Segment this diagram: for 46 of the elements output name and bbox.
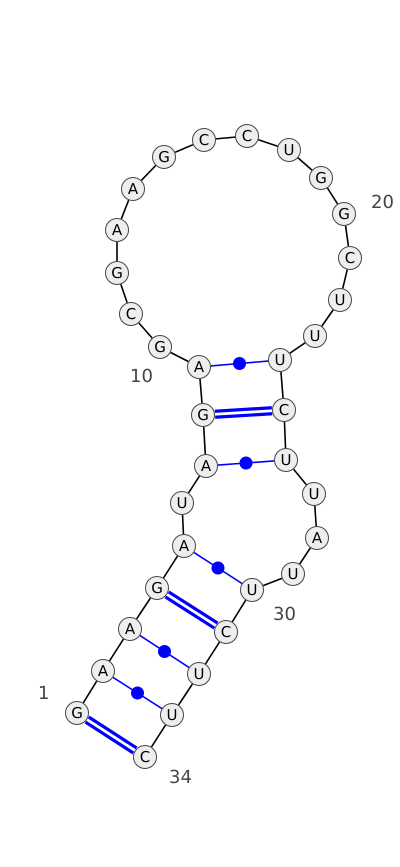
backbone-line (138, 322, 153, 339)
position-number: 34 (169, 769, 192, 787)
base-pair-line (210, 360, 268, 367)
backbone-line (162, 556, 178, 578)
backbone-line (289, 342, 306, 354)
base-pair-line (112, 676, 162, 710)
backbone-line (120, 284, 128, 303)
backbone-line (204, 642, 220, 664)
backbone-line (321, 309, 334, 327)
backbone-line (82, 680, 98, 704)
backbone-line (136, 598, 152, 620)
backbone-line (298, 157, 312, 171)
backbone-line (326, 188, 338, 204)
backbone-line (342, 270, 348, 288)
position-number: 20 (371, 194, 394, 212)
backbone-line (298, 548, 312, 564)
backbone-line (178, 684, 194, 706)
backbone-line (150, 724, 166, 748)
backbone-line (284, 422, 286, 448)
backbone-line (293, 468, 307, 486)
backbone-line (174, 144, 194, 154)
backbone-line (216, 136, 236, 140)
backbone-line (199, 378, 203, 404)
base-pair-line (140, 634, 190, 668)
backbone-line (170, 352, 189, 362)
base-pair-line (218, 460, 274, 466)
backbone-line (182, 514, 184, 534)
backbone-line (280, 372, 284, 398)
backbone-line (140, 165, 156, 181)
backbone-line (258, 139, 278, 147)
backbone-line (262, 578, 282, 586)
position-number: 10 (130, 368, 153, 386)
base-pair-line (194, 552, 242, 584)
position-number: 30 (273, 606, 296, 624)
backbone-line (188, 476, 200, 494)
backbone-line (344, 226, 350, 246)
base-pair-line (164, 590, 220, 630)
backbone-line (232, 600, 246, 622)
backbone-line (120, 200, 130, 220)
backbone-line (314, 506, 317, 526)
base-pair-line (213, 406, 274, 419)
backbone-line (108, 638, 124, 662)
position-number: 1 (38, 685, 50, 703)
backbone-line (202, 426, 206, 454)
base-pair-line (84, 715, 138, 755)
backbone-line (116, 242, 118, 261)
